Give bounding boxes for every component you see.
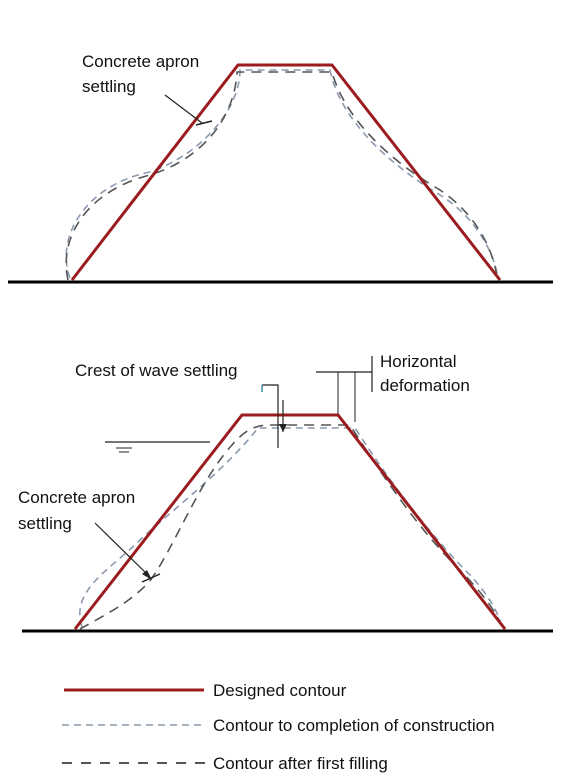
water-level-icon — [116, 447, 132, 453]
top-apron-label-line2: settling — [82, 77, 136, 96]
bottom-apron-leader — [94, 522, 149, 576]
bottom-first-filling-contour — [79, 424, 504, 630]
bottom-completion-contour — [79, 427, 503, 628]
top-section: Concrete apron settling — [8, 52, 553, 284]
bottom-apron-label-line2: settling — [18, 514, 72, 533]
crest-settling-label: Crest of wave settling — [75, 361, 238, 380]
top-completion-contour — [65, 69, 499, 279]
top-apron-label-line1: Concrete apron — [82, 52, 199, 71]
legend: Designed contour Contour to completion o… — [62, 681, 495, 773]
horizontal-deformation-label-line1: Horizontal — [380, 352, 457, 371]
crest-settling-leader — [262, 384, 279, 448]
bottom-section: Crest of wave settling Horizontal deform… — [18, 352, 553, 633]
top-first-filling-contour — [65, 71, 498, 281]
legend-completion-label: Contour to completion of construction — [213, 716, 495, 735]
legend-designed-label: Designed contour — [213, 681, 347, 700]
top-apron-leader — [164, 94, 203, 124]
legend-first-filling-label: Contour after first filling — [213, 754, 388, 773]
bottom-apron-arrowhead — [142, 570, 152, 580]
top-designed-contour — [70, 63, 502, 281]
horizontal-deformation-label-line2: deformation — [380, 376, 470, 395]
bottom-designed-contour — [73, 413, 507, 630]
crest-settling-arrowhead — [279, 424, 287, 432]
bottom-apron-tick — [141, 573, 161, 583]
bottom-apron-label-line1: Concrete apron — [18, 488, 135, 507]
top-apron-tick — [195, 120, 213, 126]
